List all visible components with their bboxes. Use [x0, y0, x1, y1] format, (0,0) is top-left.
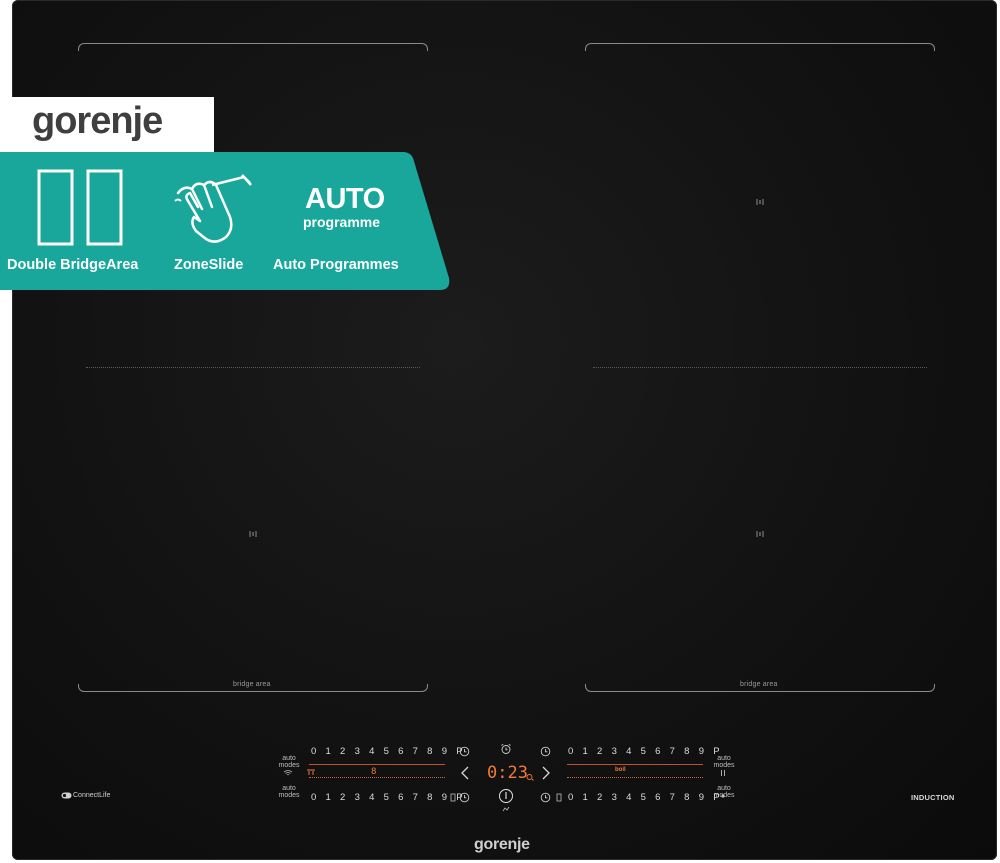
- zone-center-mark-icon: [756, 531, 764, 537]
- auto-modes-button-bottom-left[interactable]: auto modes: [278, 785, 300, 799]
- zone-center-mark-icon: [249, 531, 257, 537]
- auto-programme-subtext: programme: [303, 214, 381, 230]
- pan-detect-icon: [307, 769, 315, 775]
- power-scale-rear-left[interactable]: 0 1 2 3 4 5 6 7 8 9 P: [311, 792, 466, 803]
- power-scale-front-left[interactable]: 0 1 2 3 4 5 6 7 8 9 P: [311, 746, 466, 757]
- feature-label-zoneslide: ZoneSlide: [174, 257, 244, 273]
- power-scale-rear-right[interactable]: 0 1 2 3 4 5 6 7 8 9 P: [568, 792, 723, 803]
- timer-display: 0:23: [487, 763, 528, 783]
- auto-programme-icon: AUTO: [305, 183, 385, 215]
- stop-go-right-icon[interactable]: [556, 793, 562, 802]
- feature-label-double-bridge: Double BridgeArea: [7, 257, 139, 273]
- zone-slider-front-right[interactable]: [567, 764, 703, 765]
- bridge-area-label-left: bridge area: [233, 681, 271, 688]
- alarm-clock-icon[interactable]: [500, 743, 512, 755]
- zone-slider-rear-left[interactable]: [309, 777, 445, 778]
- timer-clock-icon[interactable]: [540, 792, 551, 803]
- feature-banner: [0, 152, 450, 290]
- bridge-area-label-right: bridge area: [740, 681, 778, 688]
- front-right-zone-top-outline: [585, 43, 935, 51]
- hand-swipe-icon: [174, 174, 252, 243]
- timer-clock-icon[interactable]: [459, 792, 470, 803]
- left-zone-bottom-outline: [78, 684, 428, 692]
- brand-logo-box: [0, 97, 214, 155]
- lock-indicator-icon: [502, 806, 510, 812]
- chevron-left-icon[interactable]: [460, 766, 470, 780]
- right-bridge-divider: [593, 367, 927, 368]
- connectlife-label: ConnectLife: [73, 792, 111, 799]
- zone-center-mark-icon: [756, 199, 764, 205]
- auto-modes-button-top-right[interactable]: auto modes: [713, 755, 735, 769]
- timer-unit-icon: [526, 774, 534, 781]
- stop-go-left-icon[interactable]: [450, 793, 456, 802]
- front-right-boil-indicator: boil: [615, 767, 626, 773]
- power-icon[interactable]: [498, 788, 514, 804]
- auto-modes-button-top-left[interactable]: auto modes: [278, 755, 300, 769]
- chevron-right-icon[interactable]: [541, 766, 551, 780]
- timer-clock-icon[interactable]: [459, 746, 470, 757]
- front-left-zone-top-outline: [78, 43, 428, 51]
- induction-label: INDUCTION: [911, 793, 955, 802]
- wifi-icon[interactable]: [283, 769, 293, 777]
- left-bridge-divider: [86, 367, 420, 368]
- brand-logo: gorenje: [32, 100, 163, 142]
- zone-slider-rear-right[interactable]: [567, 777, 703, 778]
- feature-label-auto-programmes: Auto Programmes: [273, 257, 399, 273]
- zone-slider-front-left[interactable]: [309, 764, 445, 765]
- connectlife-logo-icon: [61, 792, 72, 799]
- front-left-power-level: 8: [371, 767, 377, 777]
- keep-warm-icon[interactable]: [720, 793, 726, 799]
- right-zone-bottom-outline: [585, 684, 935, 692]
- power-scale-front-right[interactable]: 0 1 2 3 4 5 6 7 8 9 P: [568, 746, 723, 757]
- pause-icon[interactable]: [719, 769, 727, 777]
- hob-brand-logo: gorenje: [474, 836, 530, 853]
- timer-clock-icon[interactable]: [540, 746, 551, 757]
- double-bridge-area-icon: [37, 169, 123, 246]
